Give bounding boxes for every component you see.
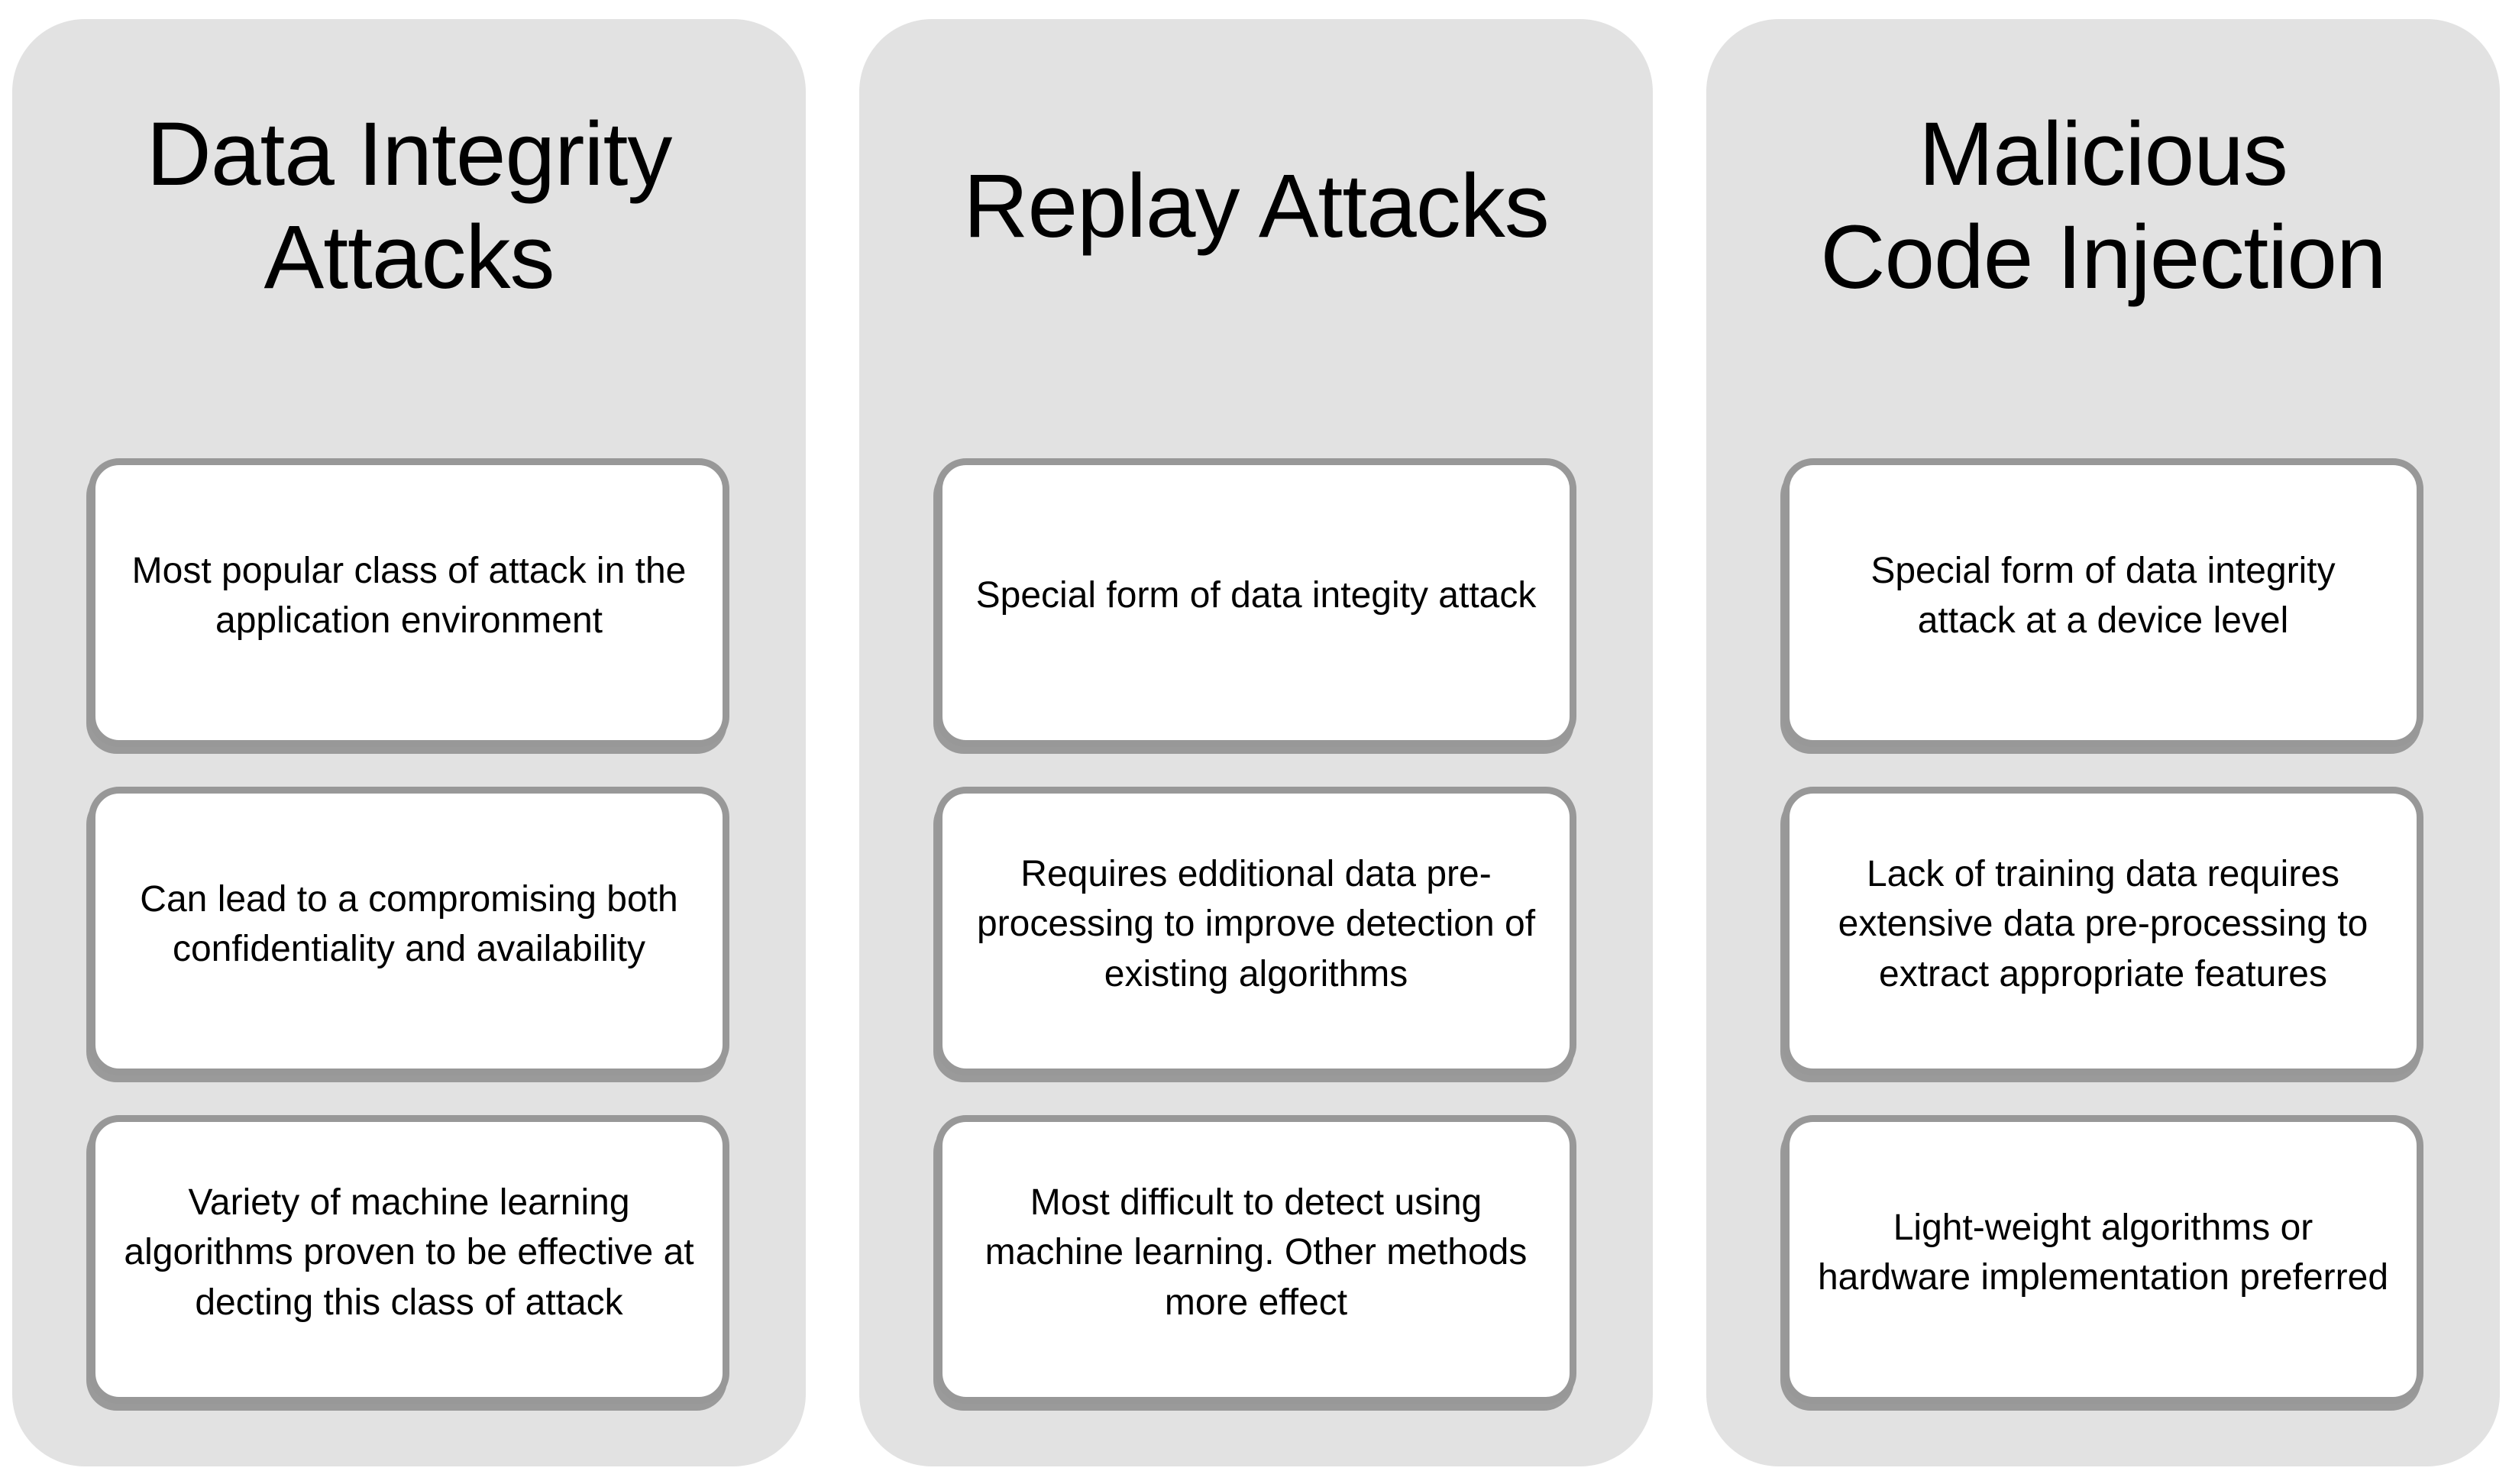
info-box-text: Variety of machine learning algorithms p… bbox=[124, 1182, 694, 1323]
column-box-list: Special form of data integrity attack at… bbox=[1783, 458, 2423, 1404]
info-box-text: Special form of data integrity attack at… bbox=[1870, 550, 2336, 641]
column-replay-attacks: Replay Attacks Special form of data inte… bbox=[859, 19, 1653, 1466]
info-box-text: Can lead to a compromising both confiden… bbox=[140, 878, 678, 969]
info-box-text: Special form of data integity attack bbox=[975, 575, 1537, 616]
info-box-text: Light-weight algorithms or hardware impl… bbox=[1817, 1207, 2389, 1298]
column-title: Data Integrity Attacks bbox=[146, 104, 673, 308]
column-box-list: Special form of data integity attack Req… bbox=[936, 458, 1576, 1404]
info-box: Can lead to a compromising both confiden… bbox=[89, 787, 729, 1075]
info-box: Variety of machine learning algorithms p… bbox=[89, 1115, 729, 1404]
column-title: Malicious Code Injection bbox=[1820, 104, 2386, 308]
column-title: Replay Attacks bbox=[963, 155, 1549, 257]
info-box: Special form of data integrity attack at… bbox=[1783, 458, 2423, 747]
info-box: Most difficult to detect using machine l… bbox=[936, 1115, 1576, 1404]
info-box: Requires edditional data pre-processing … bbox=[936, 787, 1576, 1075]
info-box-text: Lack of training data requires extensive… bbox=[1838, 854, 2368, 994]
info-box: Special form of data integity attack bbox=[936, 458, 1576, 747]
info-box: Most popular class of attack in the appl… bbox=[89, 458, 729, 747]
info-box: Lack of training data requires extensive… bbox=[1783, 787, 2423, 1075]
column-box-list: Most popular class of attack in the appl… bbox=[89, 458, 729, 1404]
info-box-text: Requires edditional data pre-processing … bbox=[976, 854, 1536, 994]
info-box-text: Most difficult to detect using machine l… bbox=[985, 1182, 1528, 1323]
column-malicious-code-injection: Malicious Code Injection Special form of… bbox=[1706, 19, 2500, 1466]
info-box-text: Most popular class of attack in the appl… bbox=[131, 550, 687, 641]
column-data-integrity-attacks: Data Integrity Attacks Most popular clas… bbox=[12, 19, 806, 1466]
info-box: Light-weight algorithms or hardware impl… bbox=[1783, 1115, 2423, 1404]
